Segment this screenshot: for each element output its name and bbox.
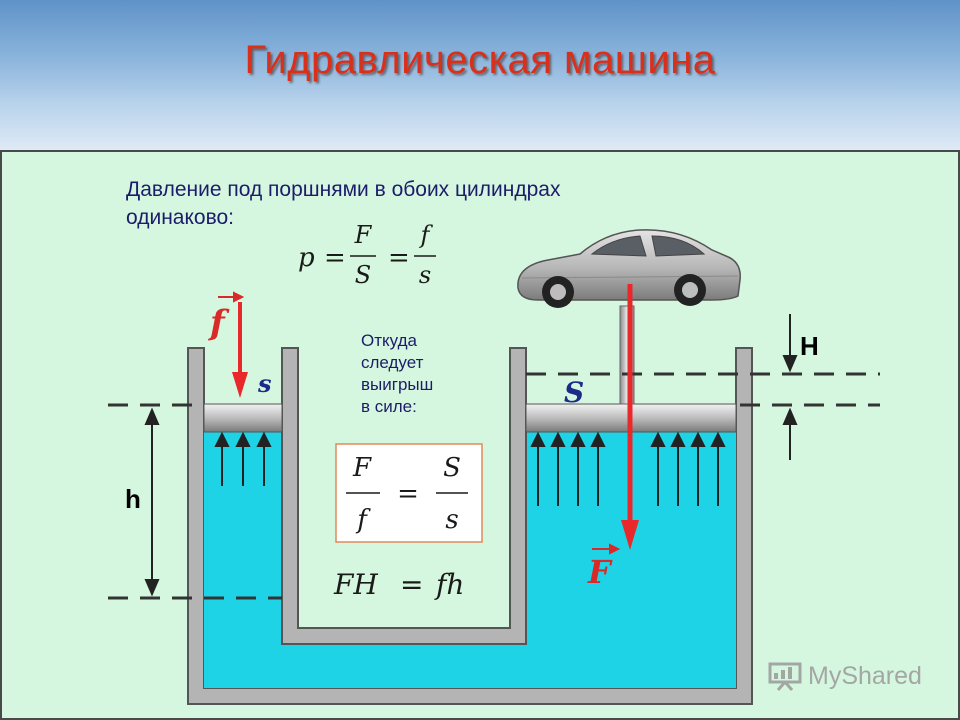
label-small-area: s <box>257 369 272 398</box>
small-force-arrow <box>232 302 248 398</box>
liquid <box>204 432 736 688</box>
formula-p: p <box>298 243 315 273</box>
corollary-line-4: в силе: <box>361 397 417 416</box>
height-H-dimension <box>782 314 798 460</box>
statement-line-1: Давление под поршнями в обоих цилиндрах <box>126 178 561 201</box>
corollary-line-1: Откуда <box>361 331 417 350</box>
statement-line-2: одинаково: <box>126 206 235 229</box>
corollary-line-2: следует <box>361 353 424 372</box>
label-small-height: h <box>125 484 141 514</box>
work-formula: FH = fh <box>333 568 464 601</box>
pressure-formula: p = F S = f s <box>298 221 436 289</box>
formula-den1: S <box>355 261 371 289</box>
small-piston <box>203 403 283 433</box>
presentation-icon <box>768 662 802 691</box>
height-h-dimension <box>144 407 160 597</box>
slide-title: Гидравлическая машина <box>244 38 716 82</box>
vector-marks <box>218 291 621 555</box>
vessel-inner-wall <box>281 347 527 645</box>
label-large-force: F <box>587 553 613 591</box>
watermark-brand: MyShared <box>808 661 922 690</box>
force-gain-statement: Откуда следует выигрыш в силе: <box>361 330 491 418</box>
label-large-height: H <box>800 331 819 361</box>
work-left: FH <box>333 568 378 601</box>
work-eq: = <box>400 568 423 601</box>
gain-den-right: s <box>445 505 458 535</box>
sky-background <box>0 0 960 150</box>
work-right: fh <box>434 568 464 601</box>
small-pressure-arrows <box>214 431 272 486</box>
watermark: MyShared <box>768 656 922 696</box>
gain-num-right: S <box>443 453 461 483</box>
formula-eq2: = <box>388 243 410 273</box>
gain-num-left: F <box>352 453 372 483</box>
diagram-panel <box>0 150 960 720</box>
pressure-statement: Давление под поршнями в обоих цилиндрах … <box>126 176 646 232</box>
large-pressure-arrows <box>530 431 726 506</box>
corollary-line-3: выигрыш <box>361 375 434 394</box>
formula-den2: s <box>419 261 431 289</box>
label-small-force: f <box>208 303 230 343</box>
formula-num1: F <box>354 221 373 249</box>
gain-eq: = <box>397 479 419 509</box>
large-force-arrow <box>621 284 639 550</box>
formula-eq1: = <box>324 243 346 273</box>
label-large-area: S <box>564 376 584 409</box>
level-lines <box>108 372 880 600</box>
car-image <box>517 229 741 308</box>
